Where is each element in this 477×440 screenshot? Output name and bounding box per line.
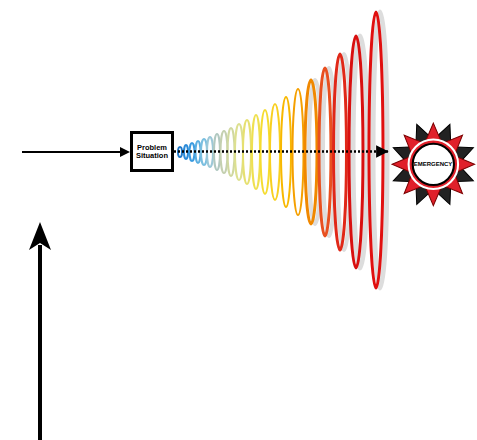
wave-ring [319,68,331,236]
wave-ring [369,12,383,288]
wave-ring [261,110,270,194]
node-label: Problem Situation [135,144,169,160]
burst-red-points [392,123,474,205]
burst-ring [408,139,457,188]
process-box: Problem Situation [130,131,174,172]
upward-arrow [29,222,51,440]
growing-waves [178,12,387,288]
node-label: EMERGENCY [414,161,453,167]
emergency-burst: EMERGENCY [389,120,477,209]
upward-shaft [38,245,42,440]
input-line [22,151,122,153]
dotted-arrow [174,150,389,153]
burst-center [412,143,453,184]
input-arrowhead [120,147,130,157]
input-arrow [22,147,130,157]
upward-arrowhead [29,222,51,250]
